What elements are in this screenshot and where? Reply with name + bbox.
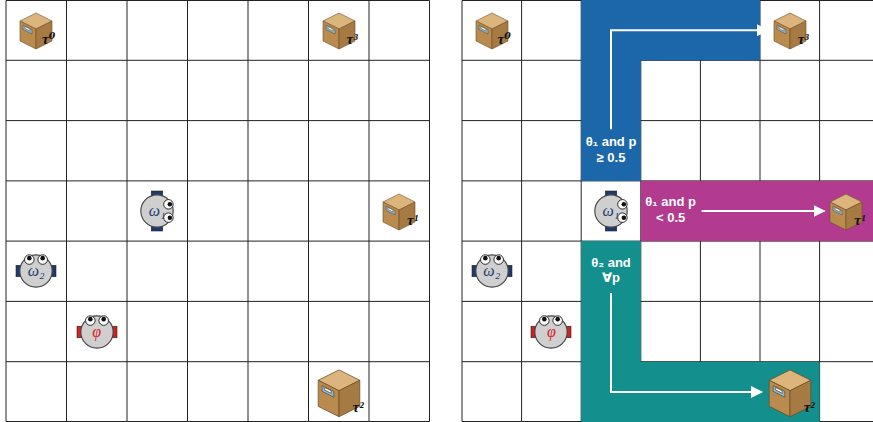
package-box: τ²	[764, 366, 816, 418]
robot: ω₂	[472, 251, 512, 291]
package-face	[830, 202, 846, 230]
package-box: τ¹	[826, 191, 866, 231]
package-face	[777, 25, 786, 34]
task-label: τ²	[804, 400, 816, 418]
robot-pupil	[556, 316, 561, 321]
condition-text: θ₁ and p ≥ 0.5	[584, 134, 638, 165]
task-label: τ¹	[854, 213, 866, 231]
robot-label: ω₁	[603, 203, 620, 219]
robot-shell	[81, 315, 113, 347]
package-face	[833, 206, 842, 215]
package-face	[779, 27, 784, 32]
left-grid	[6, 1, 430, 422]
robot-pupil	[41, 256, 46, 261]
package-face	[25, 27, 30, 32]
task-label: τ⁰	[42, 32, 56, 50]
robot-pupil	[622, 215, 627, 220]
teal-band	[581, 241, 819, 422]
robot: ω₁	[137, 191, 177, 231]
package-face	[481, 27, 486, 32]
task-label: τ³	[798, 32, 810, 50]
package-face	[20, 21, 36, 49]
package-face	[835, 208, 840, 213]
robot-shell	[476, 255, 508, 287]
package-face	[328, 27, 333, 32]
condition-band-label: θ₂ and ∀p	[584, 255, 638, 288]
package-box: τ³	[319, 10, 359, 50]
robot-label: φ	[547, 324, 556, 340]
robot-pupil	[542, 316, 547, 321]
package-box: τ¹	[379, 191, 419, 231]
robot: ω₂	[16, 251, 56, 291]
magenta-band	[641, 181, 873, 241]
robot-label: ω₂	[483, 263, 500, 279]
robot-pupil	[168, 202, 173, 207]
package-box: τ⁰	[16, 10, 56, 50]
robot-pupil	[168, 215, 173, 220]
package-face	[318, 380, 339, 416]
task-label: τ¹	[407, 213, 419, 231]
robot-pupil	[496, 256, 501, 261]
package-face	[23, 25, 32, 34]
package-face	[323, 21, 339, 49]
robot-pupil	[27, 256, 32, 261]
robot: φ	[531, 312, 571, 352]
right-grid	[462, 1, 873, 422]
condition-text: θ₂ and ∀p	[584, 255, 638, 286]
robot-pupil	[101, 316, 106, 321]
robot-shell	[141, 195, 173, 227]
package-face	[774, 21, 790, 49]
package-face	[326, 25, 335, 34]
robot-pupil	[88, 316, 93, 321]
package-face	[322, 385, 334, 397]
package-face	[479, 25, 488, 34]
path-arrow	[611, 293, 762, 392]
package-face	[476, 21, 492, 49]
task-label: τ⁰	[498, 32, 512, 50]
condition-text: θ₁ and p < 0.5	[644, 194, 698, 225]
robot-label: φ	[92, 324, 101, 340]
package-face	[775, 387, 782, 393]
condition-band-label: θ₁ and p < 0.5	[644, 194, 698, 227]
robot-shell	[535, 315, 567, 347]
robot: φ	[77, 312, 117, 352]
task-label: τ²	[353, 400, 365, 418]
robot: ω₁	[591, 191, 631, 231]
task-label: τ³	[347, 32, 359, 50]
blue-band	[581, 0, 760, 181]
package-face	[388, 208, 393, 213]
robot-label: ω₁	[149, 203, 166, 219]
package-face	[383, 202, 399, 230]
robot-pupil	[483, 256, 488, 261]
package-face	[324, 387, 331, 393]
package-face	[773, 385, 785, 397]
robot-shell	[595, 195, 627, 227]
robot-pupil	[622, 202, 627, 207]
path-arrow	[702, 210, 825, 212]
package-face	[386, 206, 395, 215]
package-box: τ⁰	[472, 10, 512, 50]
package-box: τ²	[313, 366, 365, 418]
robot-label: ω₂	[28, 263, 45, 279]
robot-shell	[20, 255, 52, 287]
package-box: τ³	[770, 10, 810, 50]
package-face	[769, 380, 790, 416]
path-arrow	[611, 30, 768, 129]
condition-band-label: θ₁ and p ≥ 0.5	[584, 134, 638, 167]
